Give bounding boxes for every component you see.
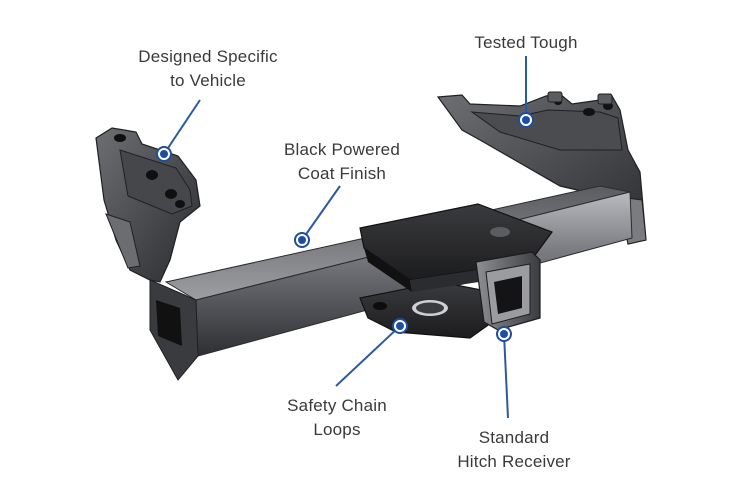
callout-designed-line1: Designed Specific bbox=[138, 47, 278, 66]
callout-label-tested: Tested Tough bbox=[446, 31, 606, 55]
callout-label-receiver: Standard Hitch Receiver bbox=[432, 426, 596, 474]
callout-receiver-line2: Hitch Receiver bbox=[457, 452, 571, 471]
callout-receiver-line1: Standard bbox=[478, 428, 550, 447]
callout-dot-black bbox=[294, 232, 310, 248]
hitch-receiver bbox=[475, 251, 541, 331]
callout-black-line1: Black Powered bbox=[284, 140, 400, 159]
callout-dot-tested bbox=[518, 112, 534, 128]
callout-dot-safety bbox=[392, 318, 408, 334]
callout-tested-line1: Tested Tough bbox=[474, 33, 578, 52]
callout-line-designed bbox=[163, 99, 201, 155]
callout-label-safety: Safety Chain Loops bbox=[262, 394, 412, 442]
callout-line-receiver bbox=[503, 333, 509, 419]
callout-line-safety bbox=[335, 325, 401, 387]
callout-dot-receiver bbox=[496, 326, 512, 342]
callout-dot-designed bbox=[156, 146, 172, 162]
callout-dots bbox=[156, 112, 534, 342]
callout-safety-line1: Safety Chain bbox=[287, 396, 387, 415]
callout-lines bbox=[163, 56, 527, 419]
callout-line-black bbox=[301, 185, 341, 241]
callout-safety-line2: Loops bbox=[313, 420, 361, 439]
callout-black-line2: Coat Finish bbox=[297, 164, 387, 183]
callout-designed-line2: to Vehicle bbox=[170, 71, 246, 90]
main-cross-tube bbox=[149, 185, 633, 381]
callout-label-designed: Designed Specific to Vehicle bbox=[118, 45, 298, 93]
callout-label-black: Black Powered Coat Finish bbox=[262, 138, 422, 186]
left-mounting-bracket bbox=[95, 127, 201, 283]
